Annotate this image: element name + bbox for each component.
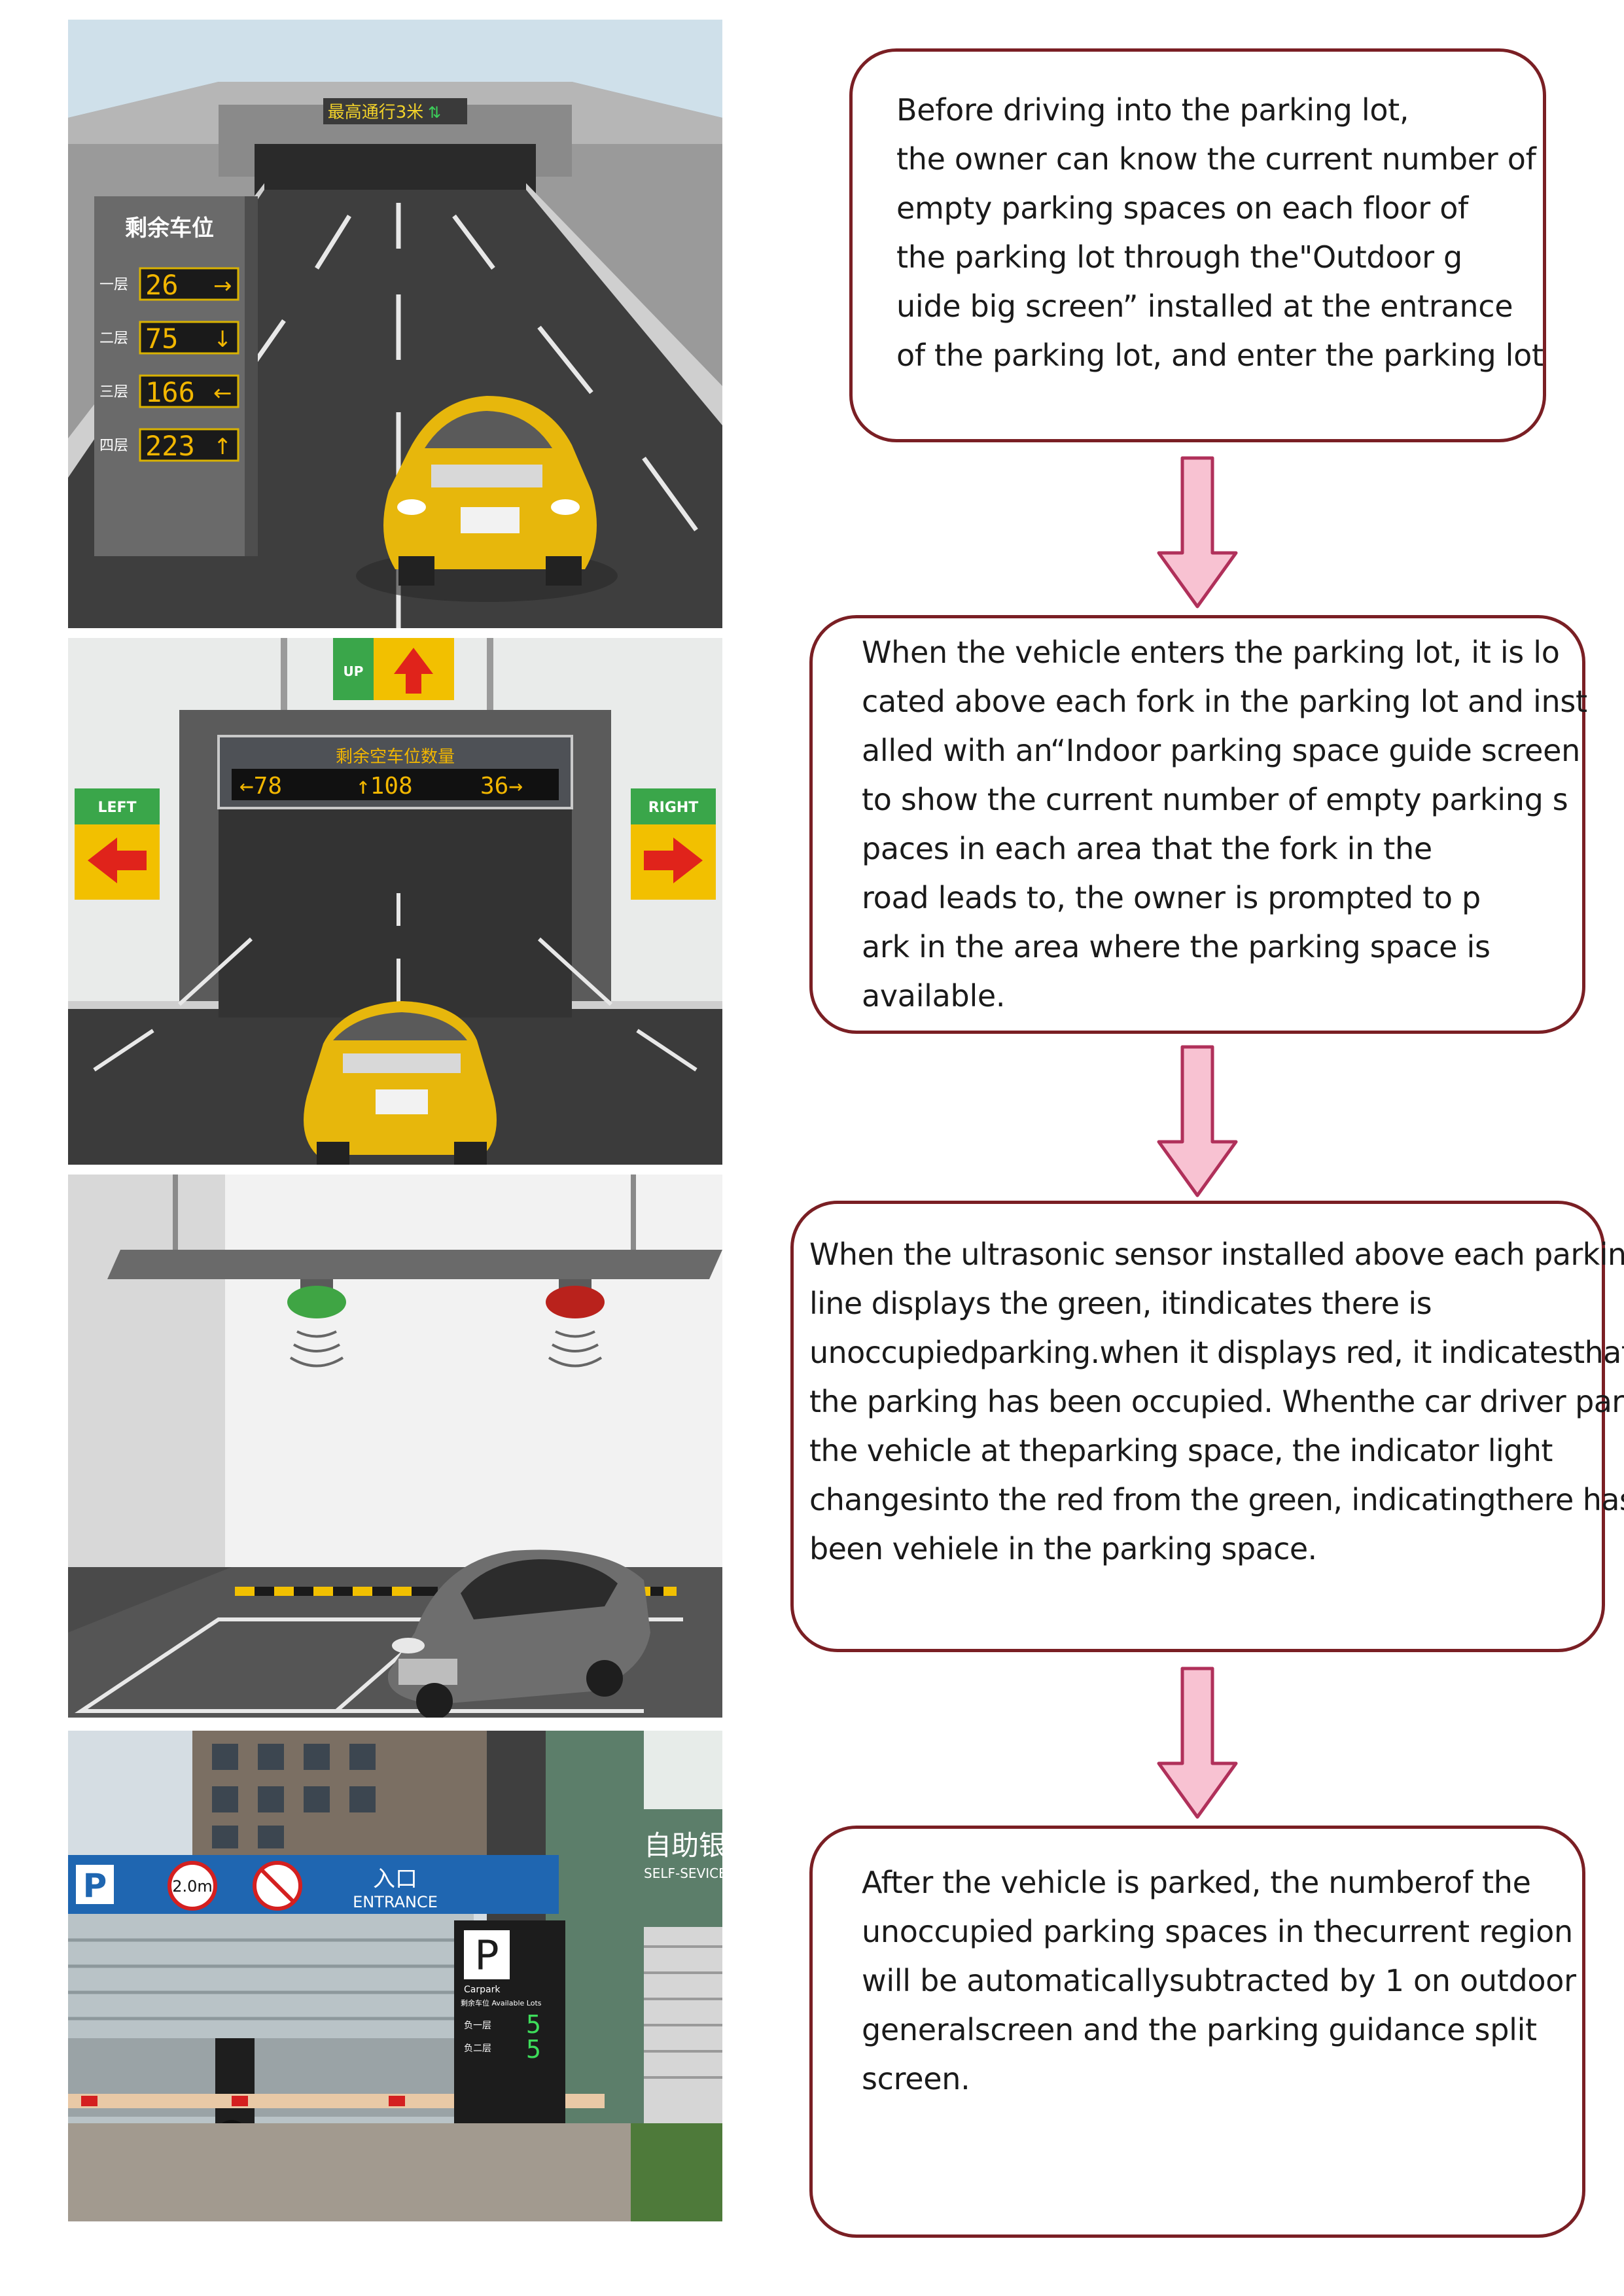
step-text-line: uide big screen” installed at the entran… bbox=[896, 289, 1513, 324]
bank-sign-en: SELF-SEVICE BA bbox=[644, 1865, 722, 1881]
step-text-line: When the vehicle enters the parking lot,… bbox=[862, 635, 1560, 670]
board-carpark-label: Carpark bbox=[464, 1985, 501, 1995]
step-text-line: Before driving into the parking lot, bbox=[896, 92, 1409, 128]
step-text-line: empty parking spaces on each floor of bbox=[896, 190, 1468, 226]
center-count: ↑108 bbox=[356, 773, 413, 800]
yellow-car-icon bbox=[356, 396, 618, 602]
step-text-line: generalscreen and the parking guidance s… bbox=[862, 2012, 1537, 2047]
floor-count: 75 bbox=[145, 323, 179, 355]
parking-p-icon: P bbox=[83, 1867, 107, 1905]
step-text-line: ark in the area where the parking space … bbox=[862, 929, 1491, 964]
step-text-line: been vehiele in the parking space. bbox=[809, 1531, 1317, 1566]
floor-arrow-icon: → bbox=[213, 273, 232, 299]
board-row-count: 5 bbox=[526, 2010, 541, 2039]
step-text-line: cated above each fork in the parking lot… bbox=[862, 684, 1587, 719]
entrance-sign-cn: 入口 bbox=[373, 1866, 417, 1892]
step-text-line: line displays the green, itindicates the… bbox=[809, 1286, 1432, 1321]
step-text-line: When the ultrasonic sensor installed abo… bbox=[809, 1237, 1624, 1272]
up-arrow-icon bbox=[394, 648, 433, 694]
entrance-sign-en: ENTRANCE bbox=[353, 1893, 438, 1911]
right-sign-label: RIGHT bbox=[648, 800, 699, 816]
step-text-line: screen. bbox=[862, 2061, 970, 2096]
bank-sign-cn: 自助银行 bbox=[644, 1829, 722, 1862]
step-text-line: to show the current number of empty park… bbox=[862, 782, 1568, 817]
step-text-line: the owner can know the current number of bbox=[896, 141, 1536, 177]
flow-arrow-1 bbox=[1155, 455, 1240, 612]
floor-label: 三层 bbox=[99, 384, 128, 400]
board-p-icon: P bbox=[474, 1932, 499, 1979]
flow-arrow-2 bbox=[1155, 1044, 1240, 1201]
step-3-description: When the ultrasonic sensor installed abo… bbox=[790, 1201, 1624, 1652]
yellow-car-icon bbox=[304, 1001, 497, 1165]
step-text-line: alled with an“Indoor parking space guide… bbox=[862, 733, 1580, 768]
green-sensor-light-icon bbox=[287, 1279, 346, 1368]
floor-count: 26 bbox=[145, 269, 179, 301]
floor-count: 223 bbox=[145, 430, 195, 462]
floor-label: 一层 bbox=[99, 277, 128, 293]
parking-entrance-photo: 自助银行 SELF-SEVICE BA P 2.0m 入口 ENTRANCE bbox=[68, 1731, 722, 2221]
floor-label: 四层 bbox=[99, 438, 128, 454]
step-2-description: When the vehicle enters the parking lot,… bbox=[809, 615, 1587, 1034]
left-count: ←78 bbox=[239, 773, 282, 800]
ultrasonic-sensor-illustration bbox=[68, 1174, 722, 1718]
step-text-line: the parking lot through the"Outdoor g bbox=[896, 239, 1462, 275]
step-text-line: unoccupiedparking.when it displays red, … bbox=[809, 1335, 1624, 1370]
left-arrow-icon bbox=[88, 838, 147, 883]
board-row-label: 负二层 bbox=[464, 2043, 491, 2054]
grey-car-icon bbox=[387, 1549, 650, 1718]
step-text-line: After the vehicle is parked, the numbero… bbox=[862, 1865, 1531, 1900]
right-arrow-icon bbox=[644, 838, 703, 883]
indoor-guide-illustration: UP 剩余空车位数量 ←78 ↑108 36→ LEFT RIGHT bbox=[68, 638, 722, 1165]
floor-label: 二层 bbox=[99, 330, 128, 347]
board-row-count: 5 bbox=[526, 2035, 541, 2064]
step-text-line: road leads to, the owner is prompted to … bbox=[862, 880, 1481, 915]
step-text-line: will be automaticallysubtracted by 1 on … bbox=[862, 1963, 1576, 1998]
step-1-description: Before driving into the parking lot, the… bbox=[849, 48, 1546, 442]
flow-arrow-3 bbox=[1155, 1665, 1240, 1822]
up-sign-label: UP bbox=[344, 663, 364, 679]
floor-arrow-icon: ↓ bbox=[213, 327, 232, 353]
step-text-line: unoccupied parking spaces in thecurrent … bbox=[862, 1914, 1573, 1949]
step-4-description: After the vehicle is parked, the numbero… bbox=[809, 1826, 1585, 2238]
tunnel-height-sign: 最高通行3米 bbox=[328, 103, 424, 122]
floor-arrow-icon: ↑ bbox=[213, 434, 232, 460]
red-sensor-light-icon bbox=[546, 1279, 605, 1368]
indoor-board-title: 剩余空车位数量 bbox=[336, 747, 455, 767]
left-sign-label: LEFT bbox=[97, 800, 136, 816]
board-title: 剩余车位 Available Lots bbox=[461, 1998, 542, 2007]
svg-text:⇅: ⇅ bbox=[428, 103, 441, 122]
height-limit-sign: 2.0m bbox=[172, 1877, 213, 1896]
board-row-label: 负一层 bbox=[464, 2021, 491, 2031]
floor-count: 166 bbox=[145, 376, 195, 408]
step-text-line: paces in each area that the fork in the bbox=[862, 831, 1432, 866]
step-text-line: of the parking lot, and enter the parkin… bbox=[896, 338, 1544, 373]
outdoor-guide-illustration: 最高通行3米 ⇅ 剩余车位 一层 二层 三层 四层 bbox=[68, 20, 722, 628]
step-text-line: the parking has been occupied. Whenthe c… bbox=[809, 1384, 1624, 1419]
step-text-line: changesinto the red from the green, indi… bbox=[809, 1482, 1624, 1517]
step-text-line: available. bbox=[862, 978, 1006, 1014]
outdoor-board-title: 剩余车位 bbox=[125, 215, 214, 241]
step-text-line: the vehicle at theparking space, the ind… bbox=[809, 1433, 1553, 1468]
no-motorbike-icon bbox=[253, 1861, 302, 1911]
right-count: 36→ bbox=[480, 773, 523, 800]
floor-arrow-icon: ← bbox=[213, 380, 232, 406]
